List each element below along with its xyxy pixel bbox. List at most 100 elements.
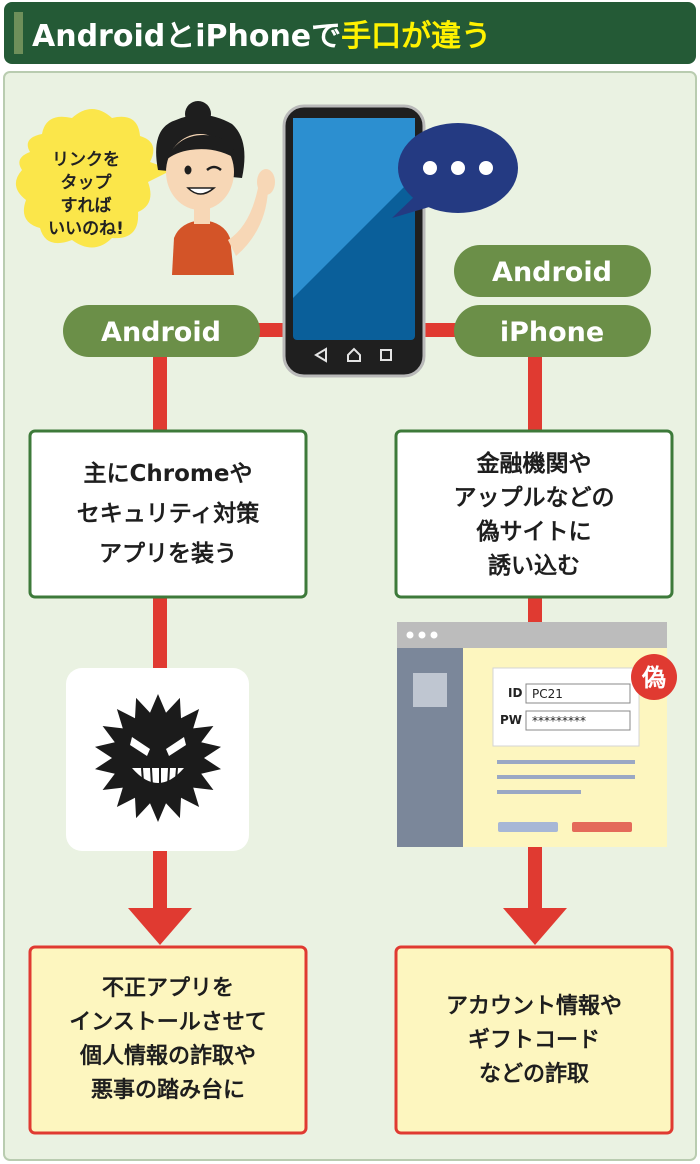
browser-dot-2	[418, 631, 426, 639]
home-icon	[347, 347, 361, 362]
fake-site-mockup: ID PC21 PW ********* 偽	[397, 622, 677, 847]
page-title-part2: 手口が違う	[341, 19, 491, 54]
connector-left-1	[153, 355, 167, 433]
connector-right-3	[528, 845, 542, 909]
header-accent-mark	[14, 12, 23, 54]
right-method-box-frame	[394, 429, 674, 599]
left-result-line-4: 悪事の踏み台に	[91, 1077, 245, 1103]
pill-android-right-text: Android	[492, 257, 612, 288]
chat-bubble-tail	[392, 195, 436, 218]
woman-smile	[186, 187, 217, 195]
recent-apps-icon	[380, 349, 392, 361]
connectors	[128, 323, 567, 945]
pill-android-right	[454, 245, 651, 297]
virus-icon	[95, 694, 221, 822]
pill-android-left	[63, 305, 260, 357]
pill-android-left-text: Android	[101, 317, 221, 348]
id-value: PC21	[532, 687, 563, 701]
speech-line-4: いいのね!	[48, 219, 124, 239]
connector-phone-right	[422, 323, 458, 337]
right-method-line-4: 誘い込む	[488, 553, 580, 579]
virus-teeth	[141, 767, 178, 787]
page-title-part1: AndroidとiPhoneで	[32, 19, 341, 54]
left-result-box: 不正アプリを インストールさせて 個人情報の詐取や 悪事の踏み台に	[28, 945, 308, 1135]
woman-bangs	[166, 135, 238, 160]
connector-left-3	[153, 851, 167, 909]
site-button-2	[572, 822, 632, 832]
speech-bubble: リンクを タップ すれば いいのね!	[15, 109, 172, 248]
right-result-line-3: などの詐取	[479, 1061, 589, 1087]
pw-value: *********	[532, 714, 586, 728]
right-method-line-3: 偽サイトに	[476, 518, 592, 545]
browser-dot-1	[406, 631, 414, 639]
left-result-line-3: 個人情報の詐取や	[79, 1043, 256, 1069]
arrow-right	[503, 908, 567, 945]
sidebar-thumbnail	[413, 673, 447, 707]
speech-line-2: タップ	[61, 172, 113, 193]
woman-hair-bun	[185, 101, 211, 127]
virus-grin	[132, 768, 184, 783]
label-iphone-right: iPhone	[454, 305, 651, 357]
speech-line-1: リンクを	[52, 150, 120, 170]
connector-right-2	[528, 597, 542, 625]
virus-eye-left	[130, 737, 150, 756]
back-icon	[314, 347, 327, 363]
phone-screen-glare	[293, 118, 415, 298]
id-label: ID	[508, 686, 522, 700]
site-button-1	[498, 822, 558, 832]
login-form	[492, 667, 640, 747]
right-result-line-1: アカウント情報や	[446, 993, 622, 1019]
woman-eye-left	[184, 165, 192, 175]
speech-line-3: すれば	[61, 196, 112, 216]
woman-illustration	[156, 101, 275, 275]
browser-dot-3	[430, 631, 438, 639]
fake-badge-text: 偽	[641, 664, 666, 692]
label-android-left: Android	[63, 305, 260, 357]
woman-shirt	[172, 220, 234, 275]
speech-bubble-shape	[15, 109, 172, 248]
right-method-line-2: アップルなどの	[454, 485, 615, 511]
header-bar	[4, 2, 696, 64]
chat-dot-1	[423, 161, 437, 175]
left-method-box: 主にChromeや セキュリティ対策 アプリを装う	[28, 429, 308, 599]
fake-badge	[631, 654, 677, 700]
left-method-box-frame	[28, 429, 308, 599]
header: AndroidとiPhoneで手口が違う	[4, 2, 696, 64]
chat-dot-3	[479, 161, 493, 175]
pill-iphone-right-text: iPhone	[500, 317, 604, 348]
malware-card	[66, 668, 249, 851]
woman-face	[166, 134, 234, 210]
pw-label: PW	[500, 713, 522, 727]
connector-right-1	[528, 355, 542, 433]
right-result-box-frame	[394, 945, 674, 1135]
browser-titlebar	[397, 622, 667, 648]
id-field	[525, 683, 631, 704]
woman-hand	[257, 169, 275, 195]
text-line-1	[497, 760, 635, 764]
arrow-left	[128, 908, 192, 945]
woman-eye-wink	[206, 165, 222, 171]
connector-phone-left	[257, 323, 289, 337]
text-line-3	[497, 790, 581, 794]
left-result-box-frame	[28, 945, 308, 1135]
chat-bubble-icon	[392, 123, 518, 218]
left-method-line-2: セキュリティ対策	[77, 500, 261, 527]
connector-left-2	[153, 597, 167, 671]
right-method-box: 金融機関や アップルなどの 偽サイトに 誘い込む	[394, 429, 674, 599]
right-result-line-2: ギフトコード	[468, 1028, 600, 1053]
label-android-right: Android	[454, 245, 651, 297]
virus-eye-right	[166, 737, 186, 756]
right-method-line-1: 金融機関や	[476, 450, 592, 477]
chat-dot-2	[451, 161, 465, 175]
left-method-line-1: 主にChromeや	[84, 461, 253, 487]
left-result-line-2: インストールさせて	[69, 1010, 267, 1035]
smartphone	[282, 104, 426, 378]
woman-raised-arm	[228, 188, 268, 256]
left-result-line-1: 不正アプリを	[102, 976, 234, 1001]
pill-iphone-right	[454, 305, 651, 357]
right-result-box: アカウント情報や ギフトコード などの詐取	[394, 945, 674, 1135]
page-title: AndroidとiPhoneで手口が違う	[32, 19, 491, 54]
left-method-line-3: アプリを装う	[99, 541, 237, 567]
